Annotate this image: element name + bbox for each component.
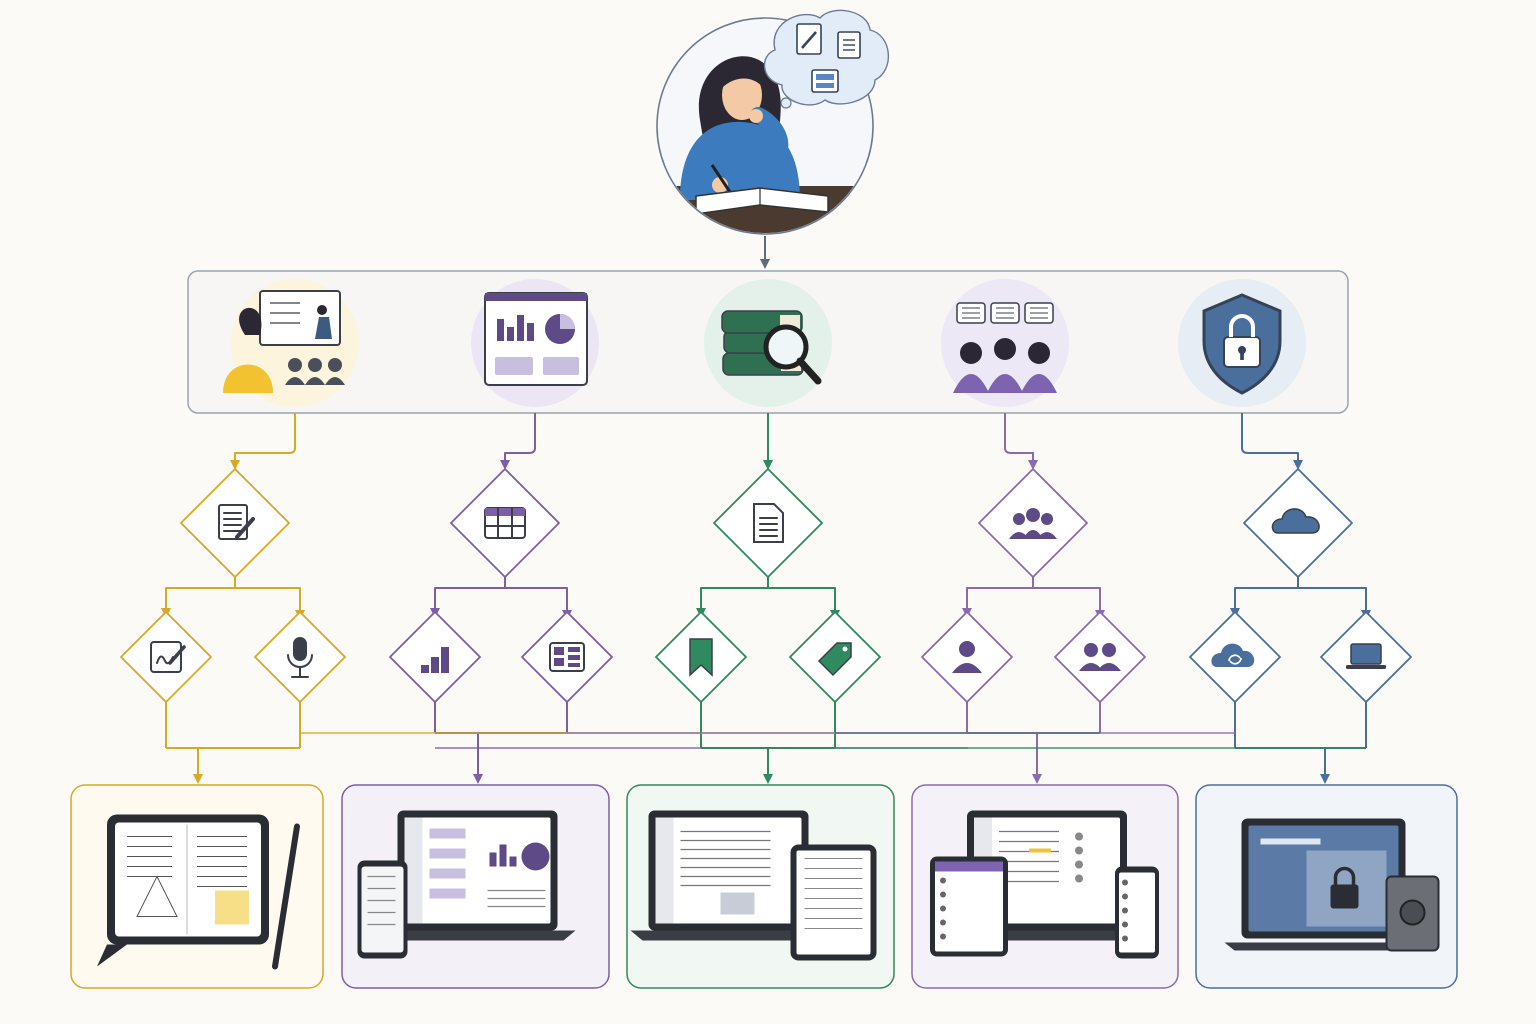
list-document-icon — [837, 31, 861, 59]
hub-teaching[interactable] — [180, 468, 290, 578]
leaf-collaboration-1[interactable] — [921, 611, 1013, 703]
hub-security[interactable] — [1243, 468, 1353, 578]
signature-pad-icon — [150, 641, 186, 673]
connector-teaching-split — [165, 575, 300, 615]
hub-analytics[interactable] — [450, 468, 560, 578]
connector-security-bus — [1234, 701, 1367, 749]
connector-collaboration-split — [966, 575, 1100, 615]
layout-blocks-icon — [549, 642, 585, 672]
leaf-analytics-2[interactable] — [521, 611, 613, 703]
leaf-collaboration-2[interactable] — [1054, 611, 1146, 703]
cloud-sync-icon — [1211, 643, 1255, 667]
leaf-teaching-2[interactable] — [254, 611, 346, 703]
team-icon — [1009, 508, 1057, 539]
laptop-icon — [1346, 643, 1386, 669]
connector-security-hub — [1241, 413, 1303, 470]
users-icon — [1079, 643, 1121, 671]
connector-teaching-hub — [230, 413, 296, 470]
leaf-analytics-1[interactable] — [389, 611, 481, 703]
connector-analytics-bus — [434, 701, 568, 734]
leaf-security-1[interactable] — [1189, 611, 1281, 703]
tag-icon — [817, 642, 852, 677]
table-grid-icon — [484, 507, 526, 539]
dashboard-chart-icon[interactable] — [471, 279, 599, 407]
cloud-icon — [1271, 508, 1320, 534]
books-magnifier-icon[interactable] — [704, 279, 832, 407]
hub-collaboration[interactable] — [978, 468, 1088, 578]
laptop-with-safe — [1224, 818, 1440, 952]
leaf-security-2[interactable] — [1320, 611, 1412, 703]
presentation-teacher-icon[interactable] — [223, 279, 359, 407]
window-icon — [811, 69, 839, 93]
leaf-research-1[interactable] — [655, 611, 747, 703]
laptop-with-phone — [357, 810, 576, 959]
hub-research[interactable] — [713, 468, 823, 578]
bar-chart-icon — [421, 647, 449, 673]
connector-analytics-split — [434, 575, 567, 615]
multi-device — [930, 810, 1159, 959]
people-chat-icon[interactable] — [941, 279, 1069, 407]
connector-research-split — [700, 575, 835, 615]
thought-bubble — [763, 9, 890, 109]
bookmark-icon — [689, 638, 713, 677]
connector-security-split — [1234, 575, 1366, 615]
document-icon — [753, 503, 784, 543]
tablet-with-stylus — [97, 814, 300, 970]
connector-collaboration-hub — [1004, 413, 1038, 470]
microphone-icon — [287, 637, 313, 678]
hero-illustration — [656, 9, 890, 235]
connector-research-bus — [700, 701, 836, 749]
connector-collaboration-bus — [966, 701, 1101, 734]
connector-analytics-hub — [500, 413, 536, 470]
shield-lock-icon[interactable] — [1178, 279, 1306, 407]
notepad-pen-icon — [218, 504, 255, 540]
connector-teaching-bus — [165, 701, 301, 749]
laptop-with-tablet — [630, 810, 877, 961]
leaf-research-2[interactable] — [789, 611, 881, 703]
document-pen-icon — [796, 23, 822, 55]
leaf-teaching-1[interactable] — [120, 611, 212, 703]
user-icon — [952, 641, 982, 673]
